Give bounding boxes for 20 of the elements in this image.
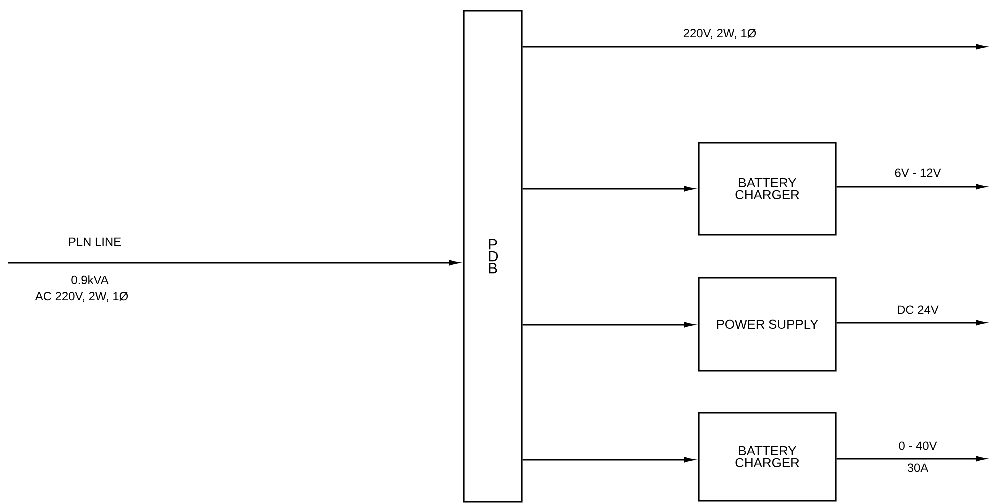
arrow	[522, 457, 694, 463]
arrow	[522, 44, 986, 50]
process-box: POWER SUPPLY	[698, 277, 837, 372]
edge-label: DC 24V	[896, 304, 940, 316]
arrow	[522, 186, 694, 192]
arrow	[8, 260, 459, 266]
rating-label: 0.9kVA	[72, 276, 109, 284]
process-box: BATTERY CHARGER	[698, 412, 837, 502]
arrow	[836, 320, 986, 326]
rating-label: 30A	[908, 464, 929, 472]
distribution-board: P D B	[463, 10, 523, 503]
arrow	[836, 456, 986, 462]
process-box: BATTERY CHARGER	[698, 142, 837, 236]
edge-label: 0 - 40V	[898, 440, 938, 452]
arrow	[522, 322, 694, 328]
edge-label: 6V - 12V	[894, 168, 942, 178]
rating-label: AC 220V, 2W, 1Ø	[35, 292, 128, 302]
arrow	[836, 184, 986, 190]
edge-label: 220V, 2W, 1Ø	[682, 28, 758, 40]
edge-label: PLN LINE	[67, 236, 123, 248]
